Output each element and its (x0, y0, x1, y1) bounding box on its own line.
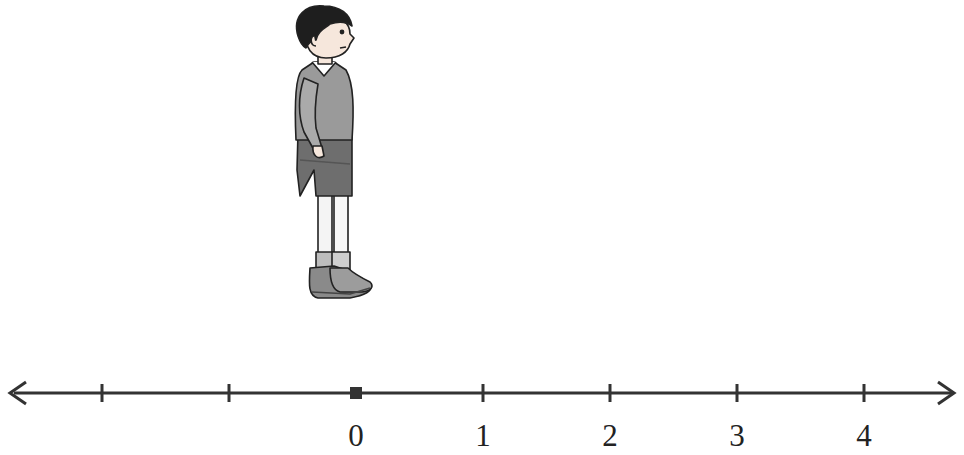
tick-label: 3 (729, 420, 745, 451)
arrow-head (938, 382, 954, 404)
origin-marker (350, 387, 362, 399)
tick-mark (482, 384, 485, 402)
tick-label: 1 (475, 420, 491, 451)
tick-mark (736, 384, 739, 402)
tick-label: 0 (348, 420, 364, 451)
boy-figure (295, 6, 372, 298)
tick-mark (609, 384, 612, 402)
tick-mark (863, 384, 866, 402)
arrow-head (10, 382, 26, 404)
tick-label: 2 (602, 420, 618, 451)
number-line (10, 382, 954, 404)
tick-mark (101, 384, 104, 402)
tick-mark (228, 384, 231, 402)
tick-label: 4 (856, 420, 872, 451)
tick-marks (102, 384, 864, 402)
